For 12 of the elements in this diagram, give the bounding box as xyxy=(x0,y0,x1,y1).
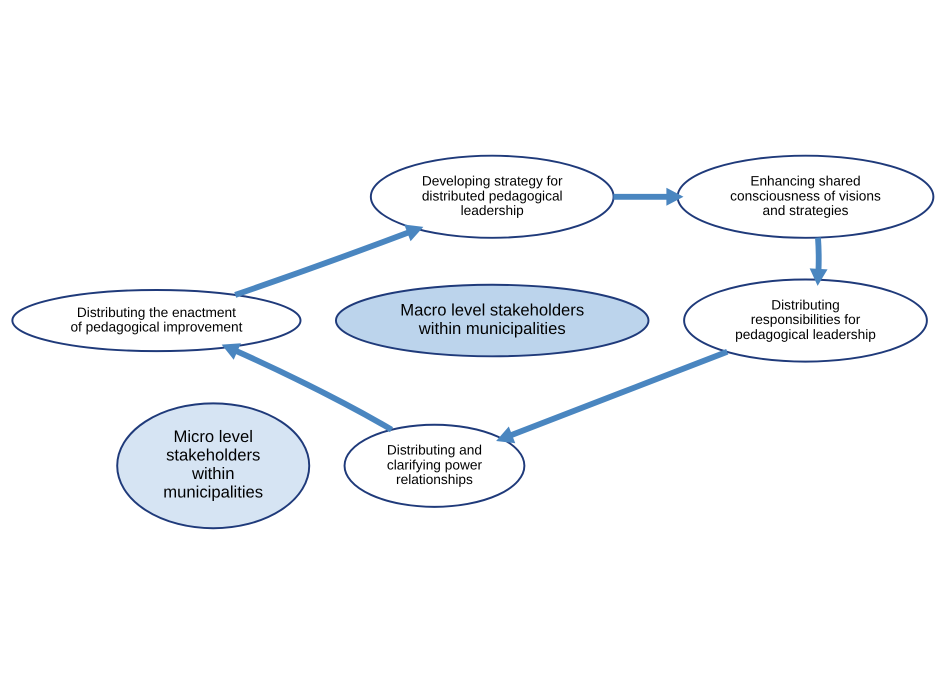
node-ellipse: Developing strategy for distributed pedagogical leadership xyxy=(370,154,615,239)
node-ellipse: Distributing responsibilities for pedagogical leadership xyxy=(683,278,928,363)
arrow xyxy=(496,348,728,444)
arrow xyxy=(810,237,828,286)
node-ellipse: Enhancing shared consciousness of visions and strategies xyxy=(676,154,934,239)
arrow xyxy=(222,343,394,432)
node-ellipse: Micro level stakeholders within municipalities xyxy=(116,402,310,530)
arrow xyxy=(613,188,684,206)
node-ellipse: Distributing the enactment of pedagogical improvement xyxy=(11,288,302,352)
node-ellipse: Distributing and clarifying power relationships xyxy=(344,424,526,508)
arrow xyxy=(234,224,424,298)
node-ellipse: Macro level stakeholders within municipalities xyxy=(335,284,650,358)
